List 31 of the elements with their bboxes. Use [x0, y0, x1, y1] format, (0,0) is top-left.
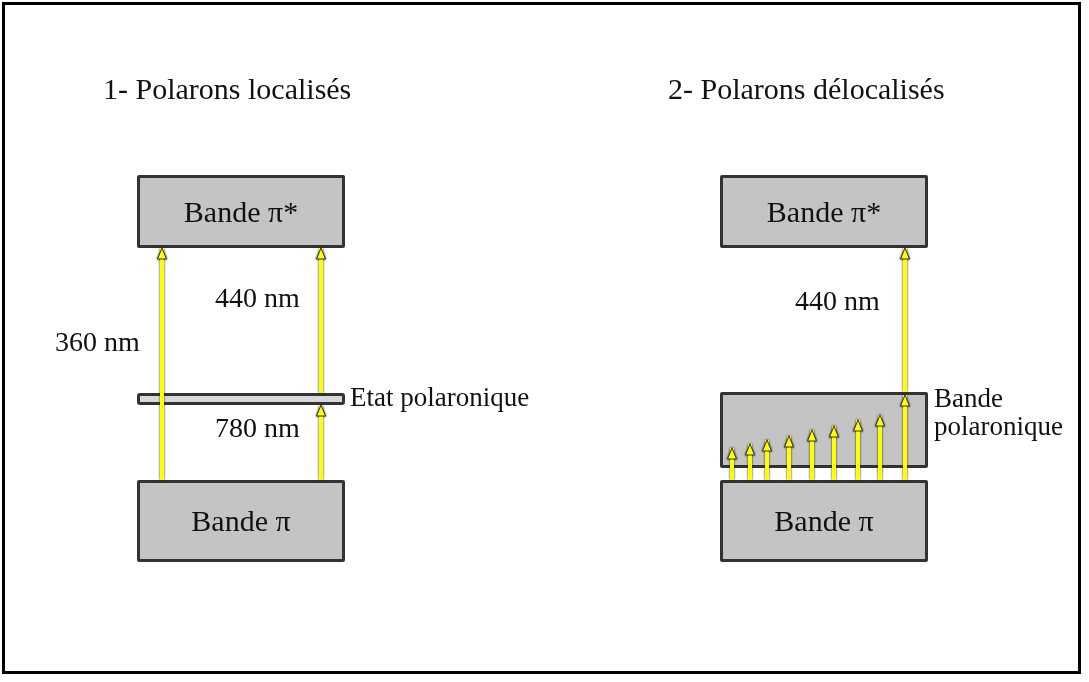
energy-band-box	[137, 175, 345, 248]
transition-arrow	[784, 435, 794, 480]
edge-label: 440 nm	[215, 282, 300, 314]
edge-label: 360 nm	[55, 326, 140, 358]
energy-band-box	[720, 480, 928, 562]
section-heading: 1- Polarons localisés	[103, 72, 352, 106]
edge-label: 440 nm	[795, 285, 880, 317]
edge-label: 780 nm	[215, 412, 300, 444]
level-label: Etat polaronique	[350, 383, 531, 412]
energy-band-box	[137, 480, 345, 562]
energy-band-box	[720, 392, 928, 468]
transition-arrow	[807, 429, 817, 480]
transition-arrow	[900, 394, 910, 480]
band-label: Bande π*	[183, 194, 299, 229]
transition-arrow	[762, 439, 772, 480]
transition-arrow	[853, 419, 863, 480]
energy-level-bar	[137, 393, 345, 405]
transition-arrow	[875, 414, 885, 480]
band-label: Bande π	[191, 504, 291, 538]
section-heading: 2- Polarons délocalisés	[668, 72, 945, 106]
transition-arrow	[727, 447, 737, 480]
band-label: Bande π*	[766, 194, 882, 229]
energy-band-box	[720, 175, 928, 248]
level-label: Bande polaronique	[934, 384, 1064, 441]
transition-arrow	[316, 404, 326, 480]
transition-arrow	[900, 247, 910, 392]
transition-arrow	[157, 247, 167, 480]
transition-arrow	[829, 425, 839, 480]
band-label: Bande π	[774, 504, 874, 538]
transition-arrow	[745, 443, 755, 480]
transition-arrow	[316, 247, 326, 393]
